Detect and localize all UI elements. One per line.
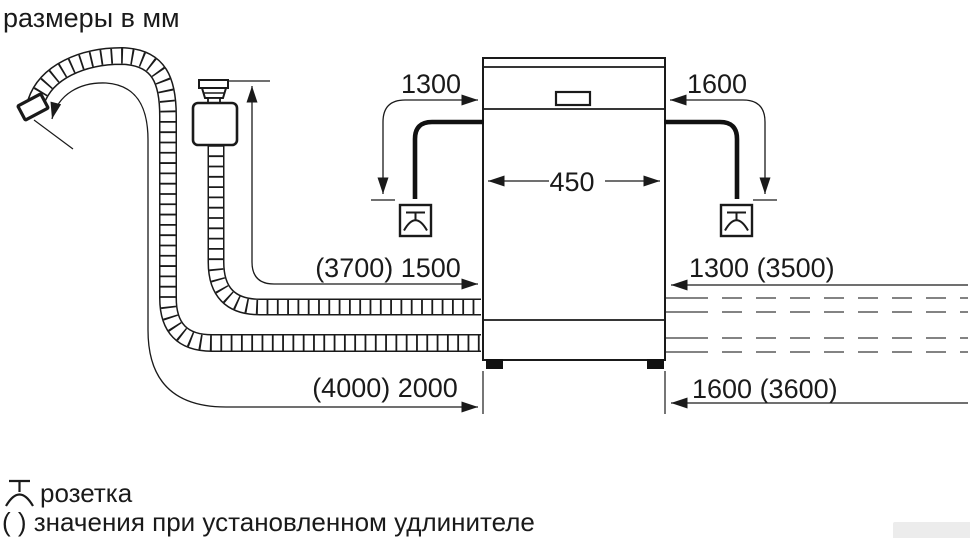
aquastop-body bbox=[191, 101, 239, 147]
legend-extension-note: ( ) значения при установленном удлинител… bbox=[2, 507, 535, 537]
dimension-line-power-cord-right bbox=[670, 94, 771, 194]
right-bottom-length-label: 1600 (3600) bbox=[692, 374, 838, 404]
dishwasher-foot-right bbox=[647, 359, 664, 369]
dimension-line-drain-hose bbox=[50, 82, 478, 413]
power-cord-left bbox=[412, 119, 484, 199]
socket-icon bbox=[398, 203, 433, 238]
dishwasher-foot-left bbox=[486, 359, 503, 369]
power-cord-right-label: 1600 bbox=[687, 69, 747, 99]
drain-hose bbox=[16, 46, 481, 352]
dimension-reference-line-drain bbox=[33, 119, 74, 150]
dashed-routing-lines bbox=[666, 297, 968, 353]
dimension-labels: 1300 1600 (3700) 1500 1300 (3500) (4000)… bbox=[312, 69, 837, 404]
legend-socket-label: розетка bbox=[40, 478, 133, 508]
power-cord-right bbox=[664, 119, 740, 199]
watermark bbox=[893, 522, 970, 538]
dishwasher-handle bbox=[554, 90, 592, 107]
page-title: размеры в мм bbox=[3, 3, 180, 33]
socket-icon bbox=[719, 203, 754, 238]
legend: розетка ( ) значения при установленном у… bbox=[2, 478, 535, 537]
drain-hose-length-label: (4000) 2000 bbox=[312, 373, 458, 403]
right-top-length-label: 1300 (3500) bbox=[689, 253, 835, 283]
dishwasher-outline: 450 bbox=[482, 57, 666, 369]
dimension-lines bbox=[33, 80, 968, 414]
drain-hose-end-cap bbox=[16, 92, 50, 122]
power-cords bbox=[398, 119, 754, 238]
supply-hose-length-label: (3700) 1500 bbox=[315, 253, 461, 283]
appliance-width-label: 450 bbox=[549, 167, 594, 197]
supply-hose bbox=[191, 79, 481, 316]
power-cord-left-label: 1300 bbox=[401, 69, 461, 99]
faucet-connector-cap bbox=[198, 79, 229, 89]
dimension-line-power-cord-left bbox=[377, 94, 478, 194]
socket-icon bbox=[5, 479, 34, 507]
aquastop-valve bbox=[191, 79, 239, 147]
